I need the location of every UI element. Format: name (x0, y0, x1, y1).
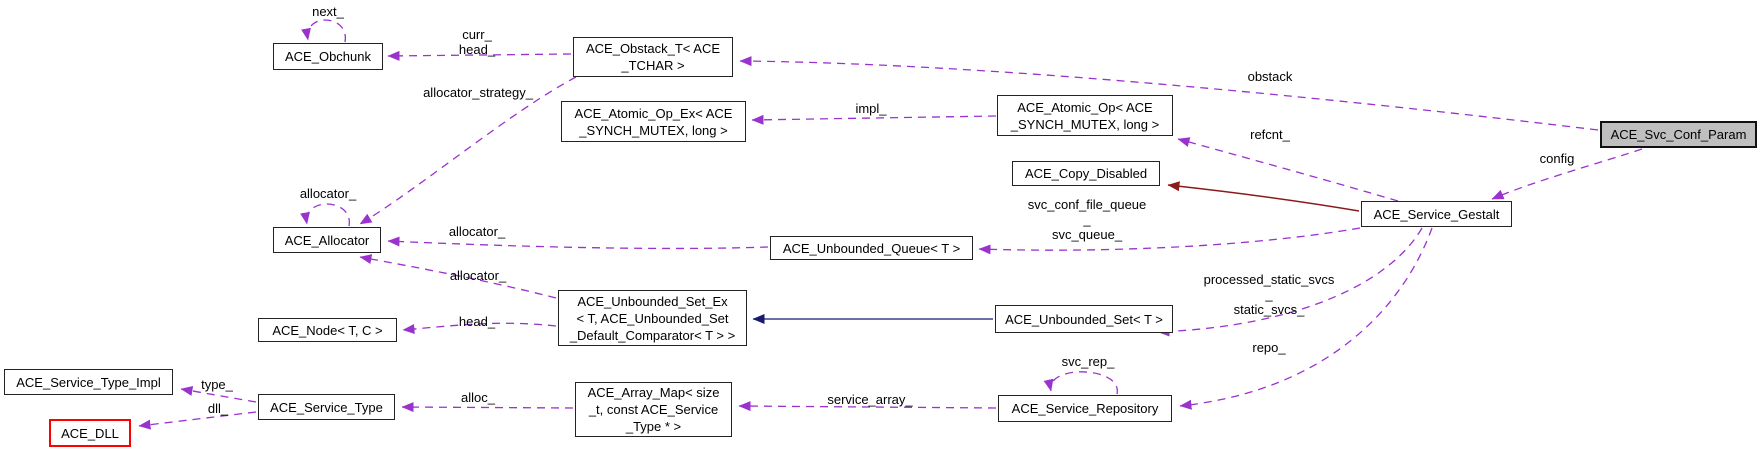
edge-label-svc-conf-file-queue-svc-queue: svc_conf_file_queue _ svc_queue_ (1027, 197, 1147, 242)
edge-label-allocator-strategy: allocator_strategy_ (423, 85, 533, 100)
node-label: _Default_Comparator< T > > (569, 327, 736, 343)
edge-svc-rep-self-loop (1043, 371, 1118, 395)
node-label: ACE_Copy_Disabled (1024, 166, 1148, 181)
node-ace-service-gestalt[interactable]: ACE_Service_Gestalt (1361, 201, 1512, 227)
edge-label-svc-rep: svc_rep_ (1061, 354, 1115, 369)
edge-impl (751, 114, 997, 125)
edge-curr-head (387, 50, 572, 61)
edge-label-head: head_ (458, 314, 496, 329)
node-label: ACE_Node< T, C > (272, 322, 383, 338)
node-label: ACE_Obchunk (285, 49, 371, 64)
node-label: _SYNCH_MUTEX, long > (1010, 116, 1160, 132)
node-label: _Type * > (625, 419, 682, 434)
node-label: ACE_Svc_Conf_Param (1610, 127, 1747, 142)
edge-service-array (738, 401, 997, 412)
edge-allocator-strategy (359, 76, 577, 225)
edge-label-alloc: alloc_ (461, 390, 495, 405)
edge-label-repo: repo_ (1252, 340, 1286, 355)
edge-label-config: config (1539, 151, 1575, 166)
edge-label-service-array: service_array_ (827, 392, 913, 407)
node-label: _TCHAR > (621, 58, 685, 73)
edge-label-obstack: obstack (1247, 69, 1293, 84)
node-label: _SYNCH_MUTEX, long > (579, 122, 728, 138)
node-label: ACE_Allocator (284, 232, 370, 248)
edge-label-dll: dll_ (207, 401, 229, 416)
node-label: ACE_Obstack_T< ACE (585, 41, 721, 56)
node-label: ACE_Unbounded_Set< T > (1005, 311, 1163, 327)
edge-private-inheritance-copy-disabled (1167, 181, 1360, 212)
node-ace-allocator[interactable]: ACE_Allocator (273, 227, 381, 253)
edge-alloc (401, 402, 574, 413)
node-label: ACE_Unbounded_Queue< T > (782, 240, 961, 256)
edge-refcnt (1177, 137, 1399, 202)
edge-label-impl: impl_ (855, 101, 887, 116)
edge-allocator-from-setex (359, 254, 557, 299)
node-ace-copy-disabled[interactable]: ACE_Copy_Disabled (1012, 161, 1160, 186)
edge-repo (1179, 227, 1433, 410)
node-ace-array-map[interactable]: ACE_Array_Map< size _t, const ACE_Servic… (575, 382, 732, 437)
node-label: ACE_DLL (61, 425, 119, 441)
node-label: < T, ACE_Unbounded_Set (576, 310, 729, 326)
node-ace-obchunk[interactable]: ACE_Obchunk (273, 43, 383, 70)
node-label: ACE_Atomic_Op_Ex< ACE (574, 105, 733, 121)
node-label: ACE_Service_Gestalt (1373, 206, 1500, 222)
edge-config (1491, 148, 1643, 200)
node-ace-atomic-op[interactable]: ACE_Atomic_Op< ACE _SYNCH_MUTEX, long > (997, 95, 1173, 136)
edge-label-curr-head: curr_ head_ (458, 27, 496, 57)
edge-svc-queue (978, 227, 1361, 255)
node-ace-service-type-impl[interactable]: ACE_Service_Type_Impl (4, 369, 173, 395)
node-label: ACE_Service_Type (270, 399, 383, 415)
node-ace-atomic-op-ex[interactable]: ACE_Atomic_Op_Ex< ACE _SYNCH_MUTEX, long… (561, 101, 746, 142)
node-label: ACE_Unbounded_Set_Ex (577, 293, 728, 309)
edge-static-svcs (1157, 227, 1423, 337)
node-ace-dll[interactable]: ACE_DLL (49, 419, 131, 447)
node-ace-obstack-t[interactable]: ACE_Obstack_T< ACE _TCHAR > (573, 37, 733, 77)
edge-label-allocator-queue: allocator_ (448, 224, 506, 239)
node-ace-unbounded-queue[interactable]: ACE_Unbounded_Queue< T > (770, 236, 973, 260)
node-ace-node[interactable]: ACE_Node< T, C > (258, 318, 397, 342)
edge-obstack (739, 56, 1599, 131)
node-label: ACE_Service_Type_Impl (16, 374, 161, 390)
edge-head (402, 322, 557, 334)
edge-label-allocator-setex: allocator_ (449, 268, 507, 283)
node-ace-service-repository[interactable]: ACE_Service_Repository (998, 395, 1172, 422)
edge-type (180, 386, 257, 403)
node-ace-unbounded-set[interactable]: ACE_Unbounded_Set< T > (995, 305, 1173, 333)
node-label: ACE_Atomic_Op< ACE (1017, 99, 1153, 115)
edge-label-next: next_ (312, 4, 344, 19)
node-ace-unbounded-set-ex[interactable]: ACE_Unbounded_Set_Ex < T, ACE_Unbounded_… (558, 290, 747, 346)
node-label: ACE_Array_Map< size (587, 385, 720, 400)
edge-label-refcnt: refcnt_ (1250, 127, 1290, 142)
edge-label-processed-static-svcs: processed_static_svcs _ static_svcs_ (1203, 272, 1335, 317)
edge-label-allocator-self: allocator_ (299, 186, 357, 201)
edge-next-self-loop (301, 19, 346, 43)
node-ace-svc-conf-param: ACE_Svc_Conf_Param (1600, 121, 1757, 148)
node-label: _t, const ACE_Service (588, 402, 719, 417)
edge-label-type: type_ (201, 377, 233, 392)
edge-allocator-self-loop (300, 203, 350, 227)
edge-dll (138, 411, 257, 430)
edge-allocator-from-queue (387, 236, 769, 250)
node-label: ACE_Service_Repository (1011, 401, 1159, 416)
node-ace-service-type[interactable]: ACE_Service_Type (258, 394, 395, 420)
